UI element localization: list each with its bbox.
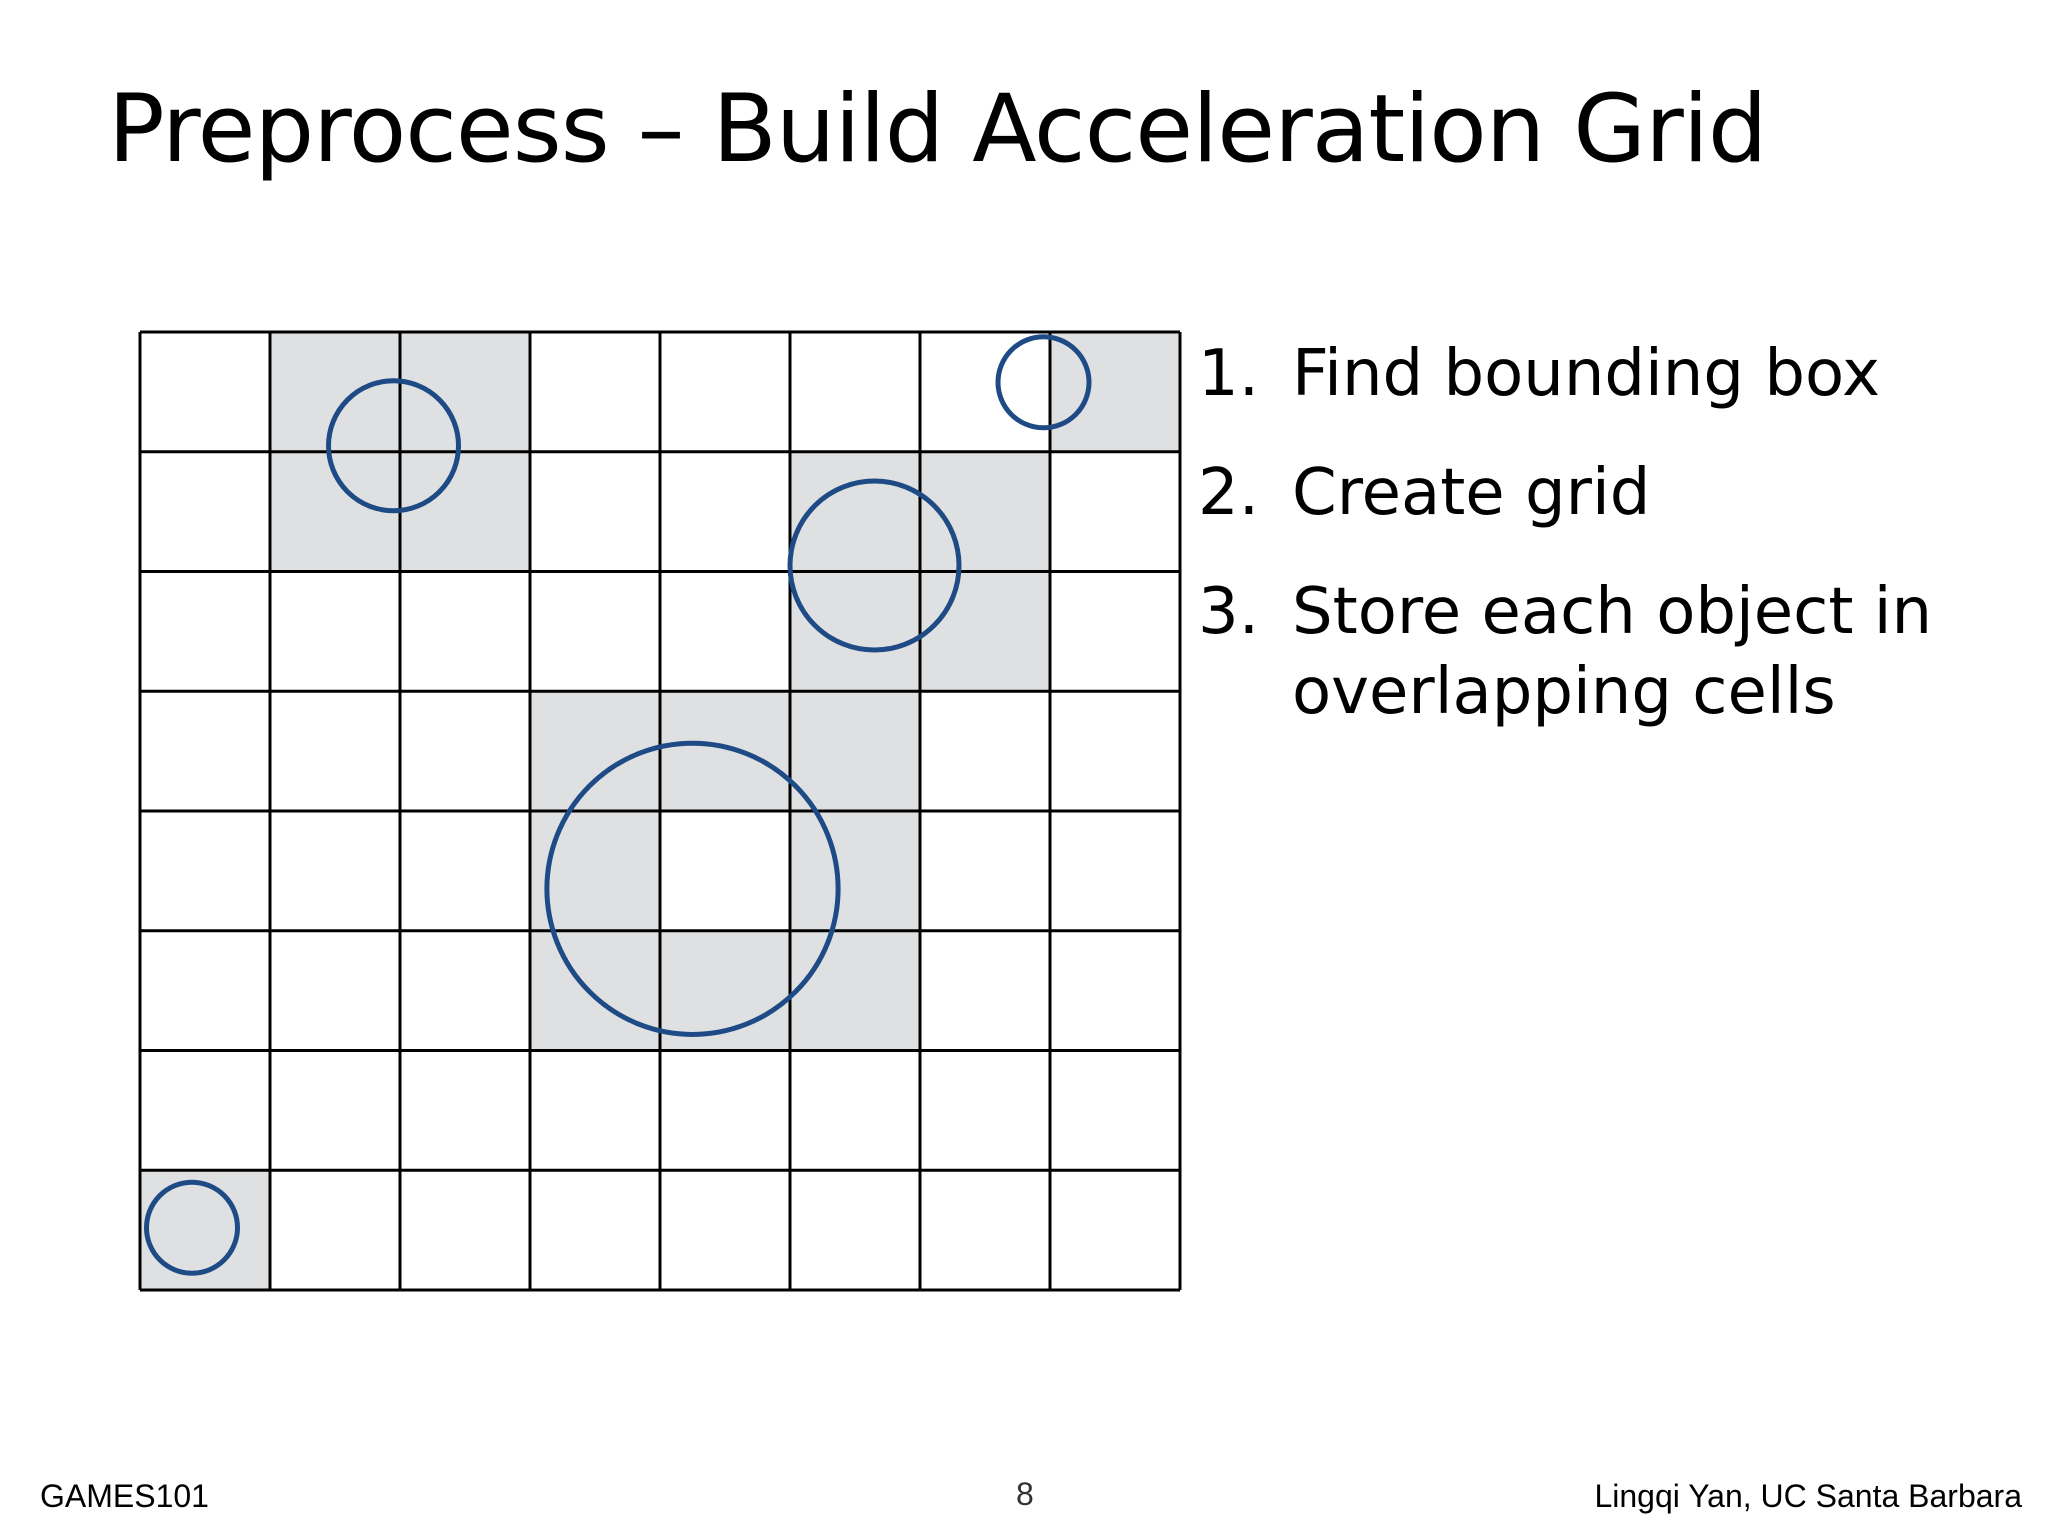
scene-object-circle	[544, 740, 841, 1037]
shaded-grid-cell	[920, 571, 1050, 692]
shaded-grid-cell	[790, 691, 920, 811]
shaded-grid-cell	[400, 332, 530, 452]
scene-object-circle	[144, 1179, 240, 1276]
page-number: 8	[1016, 1476, 1034, 1512]
author-label: Lingqi Yan, UC Santa Barbara	[1594, 1478, 2022, 1514]
steps-list: 1. Find bounding box 2. Create grid 3. S…	[1198, 334, 2018, 771]
slide-title: Preprocess – Build Acceleration Grid	[108, 75, 1768, 184]
scene-object-circle	[995, 334, 1092, 431]
step-number: 3.	[1198, 575, 1260, 649]
shaded-grid-cell	[790, 930, 920, 1051]
step-text: Store each object in overlapping cells	[1292, 575, 1933, 729]
course-label: GAMES101	[40, 1478, 209, 1514]
shaded-grid-cell	[530, 930, 660, 1051]
shaded-grid-cell	[790, 811, 920, 931]
shaded-grid-cell	[790, 571, 920, 692]
scene-object-circle	[326, 378, 461, 514]
step-number: 2.	[1198, 456, 1260, 530]
shaded-grid-cell	[1050, 332, 1180, 452]
step-item-2: 2. Create grid	[1198, 453, 2018, 533]
scene-object-circle	[787, 478, 962, 653]
step-item-3: 3. Store each object in overlapping cell…	[1198, 572, 2018, 732]
shaded-grid-cell	[660, 691, 790, 811]
step-item-1: 1. Find bounding box	[1198, 334, 2018, 414]
step-text: Create grid	[1292, 456, 1651, 530]
shaded-grid-cell	[530, 811, 660, 931]
step-number: 1.	[1198, 337, 1260, 411]
shaded-grid-cell	[400, 451, 530, 572]
shaded-grid-cell	[270, 332, 400, 452]
step-text: Find bounding box	[1292, 337, 1880, 411]
